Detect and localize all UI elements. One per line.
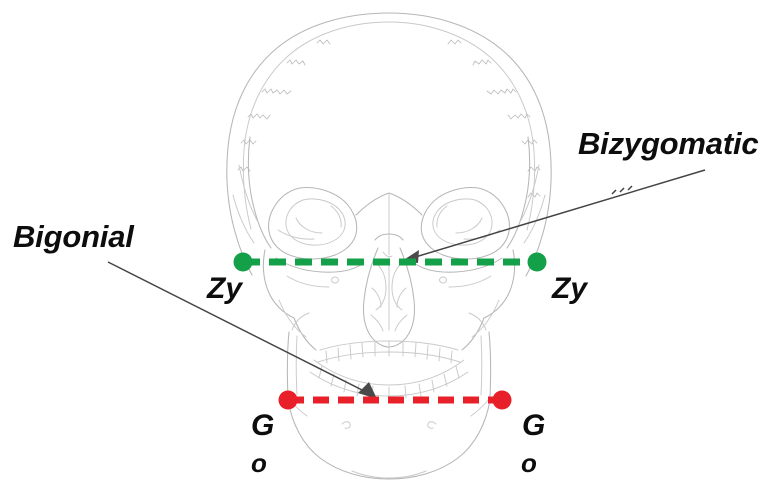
zygion-right-point — [527, 252, 547, 272]
bizygomatic-callout-label: Bizygomatic — [578, 126, 759, 161]
bigonial-leader-line — [107, 261, 369, 394]
gonion-right-label-g: G — [522, 409, 546, 442]
zygion-right-label: Zy — [552, 272, 588, 305]
gonion-left-point — [278, 390, 298, 410]
zygion-left-label: Zy — [207, 272, 243, 305]
zygion-left-point — [233, 252, 253, 272]
bigonial-callout-label: Bigonial — [13, 219, 134, 254]
gonion-right-point — [492, 390, 512, 410]
gonion-left-label-g: G — [251, 409, 275, 442]
gonion-left-label-o: o — [251, 448, 267, 478]
gonion-right-label-o: o — [521, 448, 537, 478]
bizygomatic-leader-line — [411, 169, 706, 259]
bigonial-arrowhead — [358, 382, 377, 399]
